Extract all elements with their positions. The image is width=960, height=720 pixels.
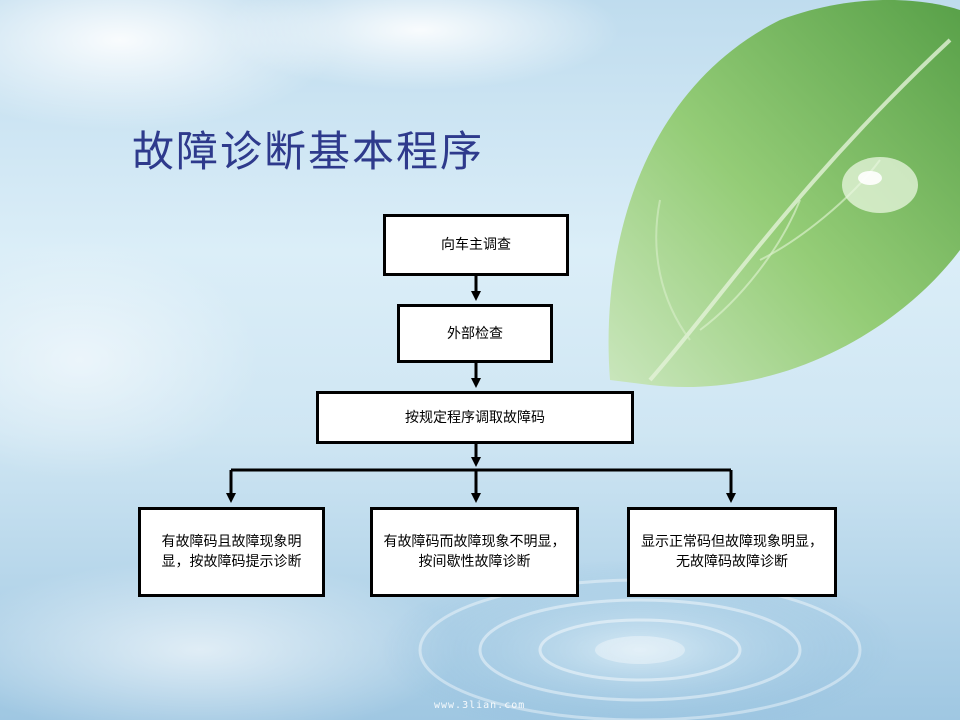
flow-box-step3-label: 按规定程序调取故障码 xyxy=(405,409,545,426)
footer-watermark: www.3lian.com xyxy=(434,700,526,711)
flow-box-branch-middle: 有故障码而故障现象不明显，按间歇性故障诊断 xyxy=(370,507,579,597)
flow-box-step1: 向车主调查 xyxy=(383,214,569,276)
flow-box-step1-label: 向车主调查 xyxy=(441,237,511,253)
flow-box-step3: 按规定程序调取故障码 xyxy=(316,391,634,444)
leaf-graphic xyxy=(608,0,960,388)
flow-box-branch-left: 有故障码且故障现象明显，按故障码提示诊断 xyxy=(138,507,325,597)
flow-box-branch-right-label: 显示正常码但故障现象明显，无故障码故障诊断 xyxy=(641,534,823,570)
flow-box-branch-right: 显示正常码但故障现象明显，无故障码故障诊断 xyxy=(627,507,837,597)
flow-box-step2-label: 外部检查 xyxy=(447,325,503,342)
flow-box-step2: 外部检查 xyxy=(397,304,553,363)
flow-box-branch-left-label: 有故障码且故障现象明显，按故障码提示诊断 xyxy=(161,534,302,570)
page-title: 故障诊断基本程序 xyxy=(132,127,485,176)
water-drop-graphic xyxy=(842,157,918,213)
flow-box-branch-middle-label: 有故障码而故障现象不明显，按间歇性故障诊断 xyxy=(383,534,566,570)
